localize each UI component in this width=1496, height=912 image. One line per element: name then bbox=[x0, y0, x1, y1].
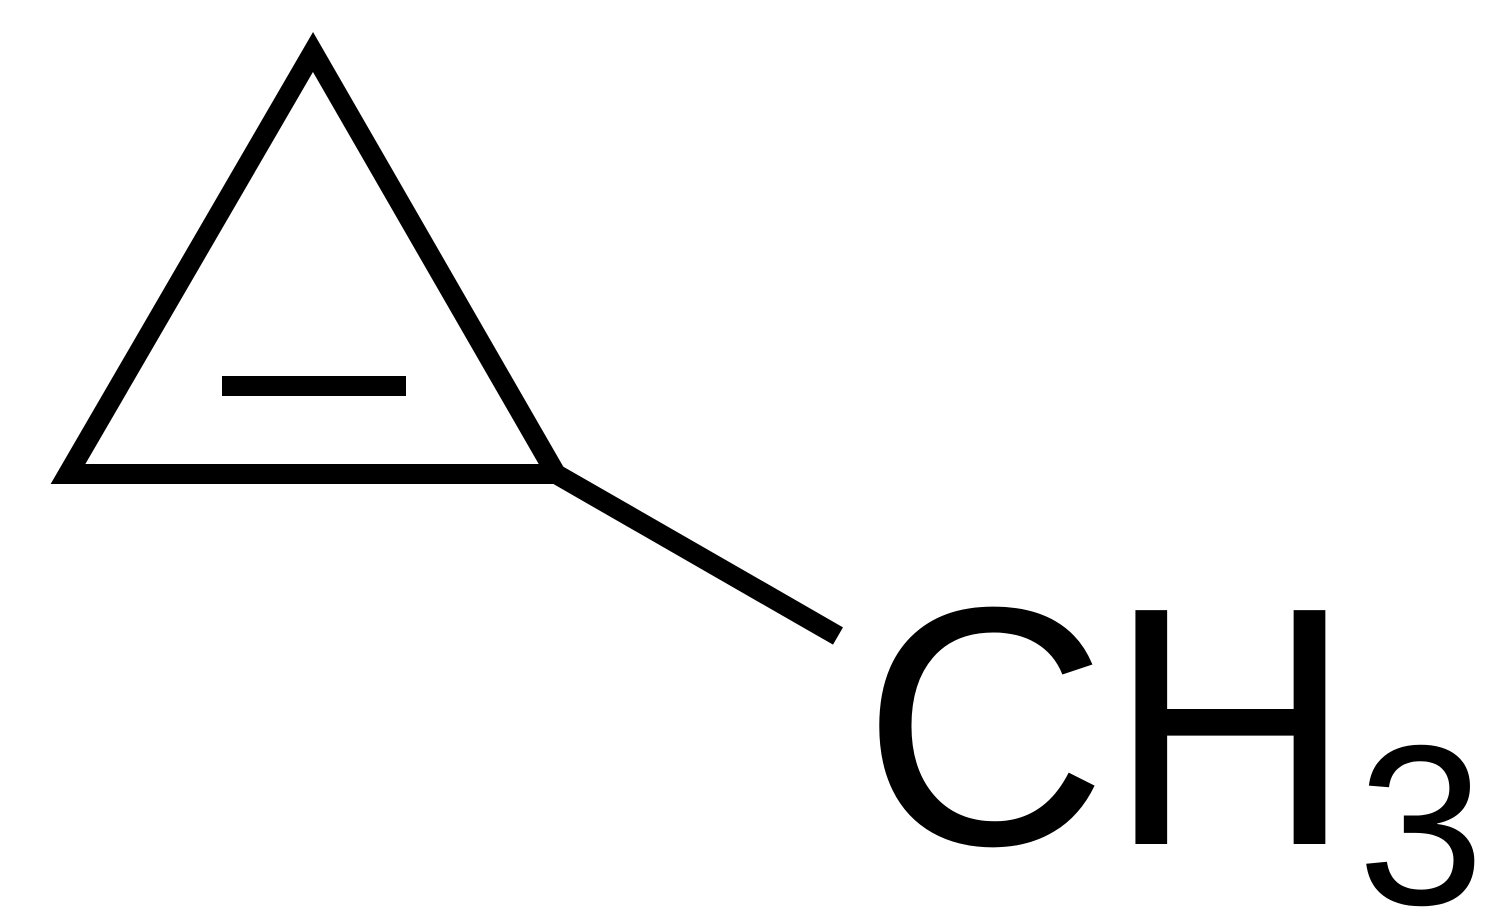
cyclopropene-ring bbox=[50, 32, 574, 484]
methyl-label-subscript: 3 bbox=[1358, 699, 1485, 912]
methyl-label-element: CH bbox=[862, 537, 1353, 912]
methyl-bond bbox=[551, 465, 843, 645]
methyl-label: CH 3 bbox=[862, 537, 1484, 912]
